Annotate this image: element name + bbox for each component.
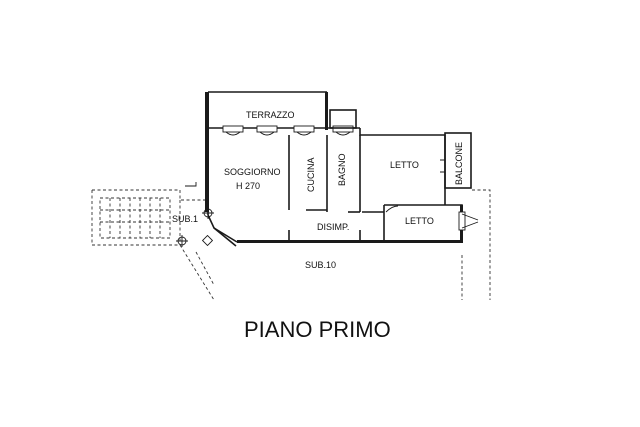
terrazzo-windows <box>222 125 354 136</box>
label-soggiorno-height: H 270 <box>236 181 260 191</box>
label-letto-1: LETTO <box>390 160 419 170</box>
plan-title: PIANO PRIMO <box>244 317 391 342</box>
label-terrazzo: TERRAZZO <box>246 110 295 120</box>
label-cucina: CUCINA <box>306 157 316 192</box>
apartment-walls <box>207 128 472 247</box>
small-balcony-box <box>329 109 357 129</box>
label-bagno: BAGNO <box>337 153 347 186</box>
label-balcone: BALCONE <box>454 142 464 185</box>
right-windows <box>458 211 479 231</box>
entry-markers <box>176 182 214 247</box>
label-sub-1: SUB.1 <box>172 214 198 224</box>
label-disimpegno: DISIMP. <box>317 222 349 232</box>
neighbour-dashed-right <box>461 189 491 300</box>
stair-block-sub1 <box>91 189 215 301</box>
label-sub-10: SUB.10 <box>305 260 336 270</box>
label-letto-2: LETTO <box>405 216 434 226</box>
label-soggiorno: SOGGIORNO <box>224 167 281 177</box>
